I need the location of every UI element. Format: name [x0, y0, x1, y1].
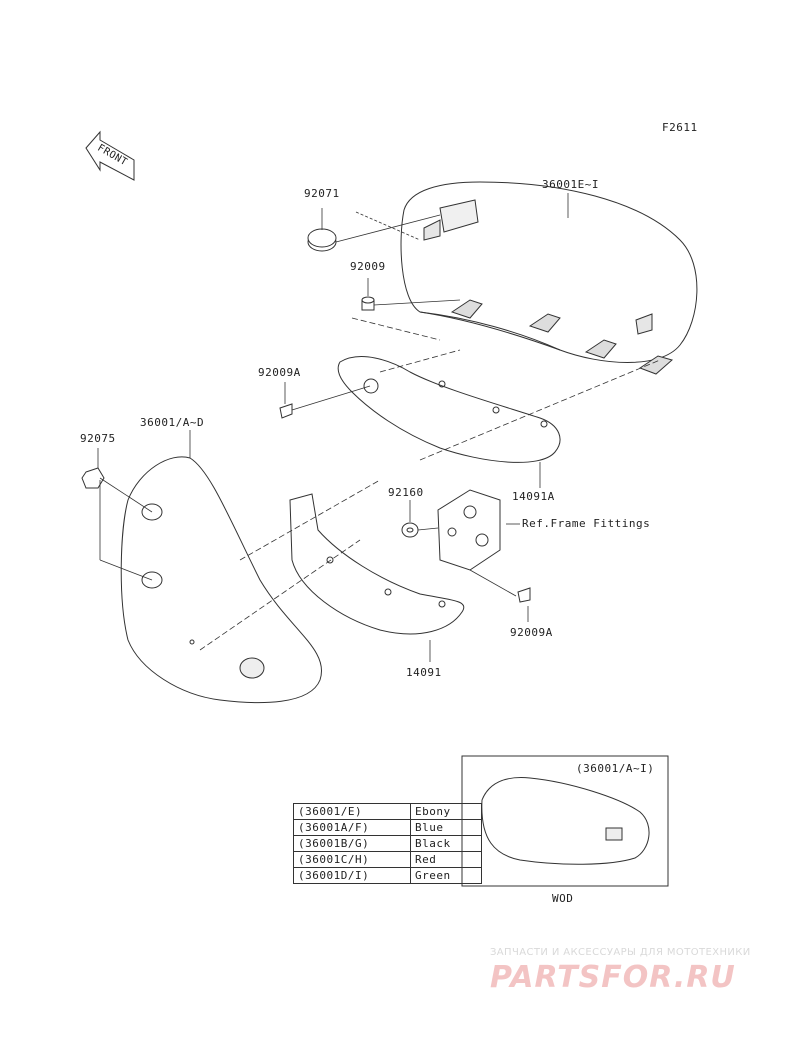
table-cell-code: (36001D/I) [293, 867, 411, 884]
table-row: (36001D/I)Green [293, 867, 482, 884]
frame-fitting-bracket [437, 489, 501, 571]
label-92009A-lower: 92009A [510, 626, 553, 639]
table-cell-color: Green [410, 867, 482, 884]
table-cell-code: (36001B/G) [293, 835, 411, 852]
front-arrow-icon [85, 130, 135, 181]
label-14091: 14091 [406, 666, 442, 679]
bolt-92009 [361, 296, 375, 311]
table-cell-color: Black [410, 835, 482, 852]
label-36001-A-D: 36001/A~D [140, 416, 205, 429]
label-92160: 92160 [388, 486, 424, 499]
bolt-92009A-upper [279, 403, 293, 419]
table-cell-code: (36001A/F) [293, 819, 411, 836]
right-side-cover [400, 181, 698, 375]
leader-lines [97, 193, 661, 662]
label-92071: 92071 [304, 187, 340, 200]
grommet-92071 [307, 228, 337, 252]
table-cell-color: Blue [410, 819, 482, 836]
table-cell-code: (36001/E) [293, 803, 411, 820]
washer-92160 [401, 522, 419, 538]
label-14091A: 14091A [512, 490, 555, 503]
table-row: (36001C/H)Red [293, 851, 482, 868]
table-row: (36001/E)Ebony [293, 803, 482, 820]
label-ref-frame-fittings: Ref.Frame Fittings [522, 517, 651, 530]
left-side-cover [120, 456, 322, 704]
watermark-brand: PARTSFOR.RU [490, 960, 736, 995]
label-92009A-upper: 92009A [258, 366, 301, 379]
table-cell-color: Red [410, 851, 482, 868]
table-row: (36001B/G)Black [293, 835, 482, 852]
lower-bracket-14091 [289, 493, 465, 635]
inset-label: (36001/A~I) [576, 762, 655, 775]
watermark-tagline: ЗАПЧАСТИ И АКСЕССУАРЫ ДЛЯ МОТОТЕХНИКИ [490, 947, 751, 958]
table-row: (36001A/F)Blue [293, 819, 482, 836]
label-92075: 92075 [80, 432, 116, 445]
table-cell-color: Ebony [410, 803, 482, 820]
table-cell-code: (36001C/H) [293, 851, 411, 868]
inset-caption: WOD [552, 892, 574, 905]
label-92009: 92009 [350, 260, 386, 273]
color-table: (36001/E)Ebony (36001A/F)Blue (36001B/G)… [293, 803, 482, 884]
inset-box [461, 755, 669, 887]
figure-code: F2611 [662, 121, 698, 134]
bolt-92009A-lower [517, 587, 531, 603]
label-36001E-I: 36001E~I [542, 178, 599, 191]
upper-bracket-14091A [337, 356, 561, 463]
